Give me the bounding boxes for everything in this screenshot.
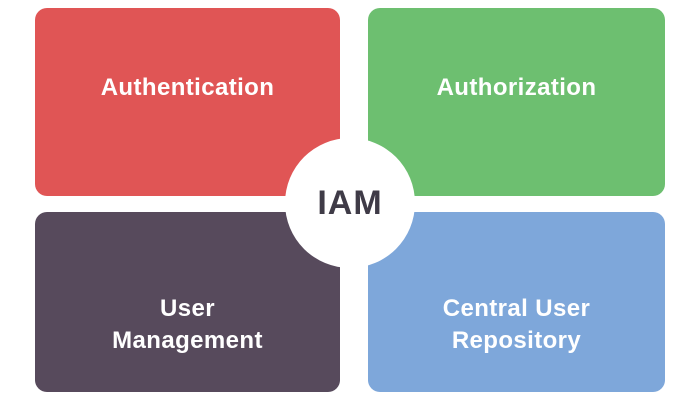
quadrant-central-user-repository-label: Central User Repository xyxy=(442,294,591,354)
center-label-iam: IAM xyxy=(317,183,383,222)
quadrant-central-user-repository: Central User Repository xyxy=(368,212,665,392)
quadrant-authentication: Authentication xyxy=(35,8,340,196)
quadrant-authorization-label: Authorization xyxy=(436,73,597,101)
center-circle: IAM xyxy=(285,138,415,268)
quadrant-authorization: Authorization xyxy=(368,8,665,196)
quadrant-user-management: User Management xyxy=(35,212,340,392)
quadrant-user-management-label: User Management xyxy=(112,294,263,354)
quadrant-authentication-label: Authentication xyxy=(100,73,275,101)
